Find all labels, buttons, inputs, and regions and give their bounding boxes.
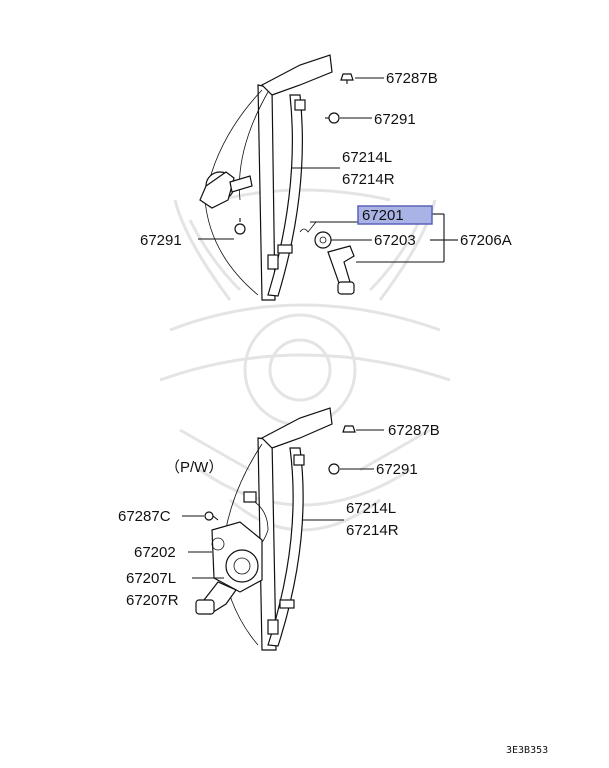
bolt-67291-lower bbox=[328, 463, 340, 475]
label-67201[interactable]: 67201 bbox=[362, 207, 404, 224]
label-67203[interactable]: 67203 bbox=[374, 232, 416, 249]
bolt-67291-left bbox=[234, 218, 246, 235]
label-67291-left[interactable]: 67291 bbox=[140, 232, 182, 249]
upper-leader-lines bbox=[198, 77, 458, 263]
label-67287B-upper[interactable]: 67287B bbox=[386, 70, 438, 87]
label-67291-lower[interactable]: 67291 bbox=[376, 461, 418, 478]
upper-regulator-assembly bbox=[199, 54, 355, 301]
part-highlight bbox=[357, 205, 433, 225]
lower-leader-lines bbox=[182, 429, 384, 579]
regulator-gear bbox=[199, 171, 253, 209]
label-67207L[interactable]: 67207L bbox=[126, 570, 176, 587]
clip-67201 bbox=[299, 221, 317, 233]
bolt-67291-upper bbox=[325, 112, 340, 124]
lower-regulator-assembly bbox=[195, 407, 356, 651]
label-67291-upper[interactable]: 67291 bbox=[374, 111, 416, 128]
diagram-code: 3E3B353 bbox=[506, 745, 548, 756]
label-67214L-upper[interactable]: 67214L bbox=[342, 149, 392, 166]
power-window-note: （P/W） bbox=[165, 459, 223, 476]
bolt-67287C bbox=[204, 511, 219, 521]
bolt-67287B-upper bbox=[340, 73, 354, 84]
handle-67206A bbox=[327, 245, 355, 295]
bolt-67287B-lower bbox=[342, 425, 356, 433]
label-67287C[interactable]: 67287C bbox=[118, 508, 171, 525]
label-67214R-upper[interactable]: 67214R bbox=[342, 171, 395, 188]
label-67207R[interactable]: 67207R bbox=[126, 592, 179, 609]
label-67214L-lower[interactable]: 67214L bbox=[346, 500, 396, 517]
label-67206A[interactable]: 67206A bbox=[460, 232, 512, 249]
label-67202[interactable]: 67202 bbox=[134, 544, 176, 561]
label-67287B-lower[interactable]: 67287B bbox=[388, 422, 440, 439]
label-67214R-lower[interactable]: 67214R bbox=[346, 522, 399, 539]
window-motor bbox=[195, 521, 263, 615]
washer-67203 bbox=[314, 231, 332, 249]
